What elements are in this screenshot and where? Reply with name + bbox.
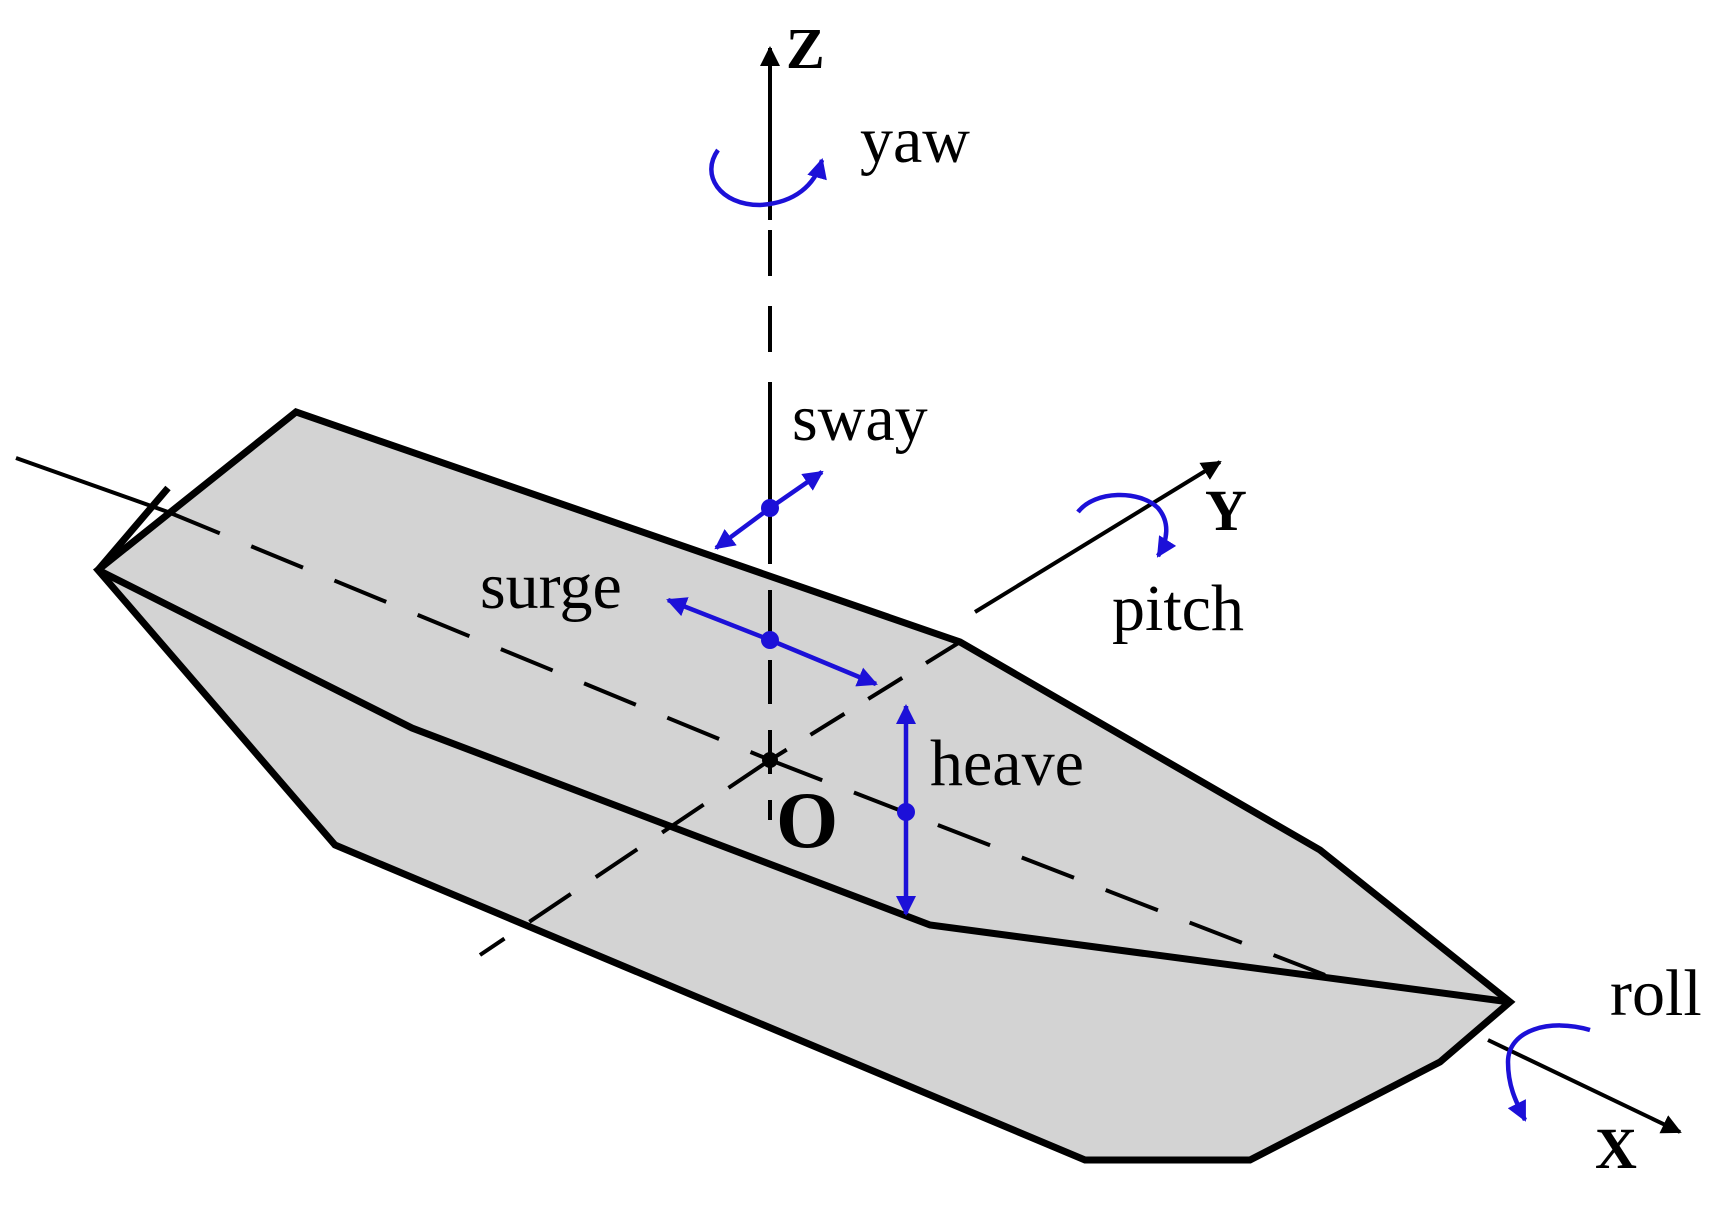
origin-point xyxy=(762,752,778,768)
heave-arrow xyxy=(895,703,917,917)
surge-arrow xyxy=(666,597,878,687)
y-axis-label: Y xyxy=(1205,478,1247,543)
yaw-label: yaw xyxy=(860,104,970,177)
origin-label: O xyxy=(776,777,838,865)
z-axis-label: Z xyxy=(786,16,825,81)
pitch-arrow xyxy=(1076,492,1177,558)
surge-label: surge xyxy=(480,550,622,623)
roll-arrow xyxy=(1505,1023,1591,1122)
hidden-lines xyxy=(167,510,1326,977)
sway-label: sway xyxy=(792,382,928,455)
x-axis-rear xyxy=(15,456,169,514)
sway-arrow xyxy=(714,470,824,550)
y-axis-front xyxy=(973,460,1222,614)
x-axis-label: X xyxy=(1595,1116,1637,1181)
yaw-arrow xyxy=(709,148,827,208)
x-axis-front xyxy=(1487,1038,1682,1134)
roll-label: roll xyxy=(1610,957,1702,1030)
pitch-label: pitch xyxy=(1112,572,1244,645)
heave-label: heave xyxy=(930,727,1084,800)
